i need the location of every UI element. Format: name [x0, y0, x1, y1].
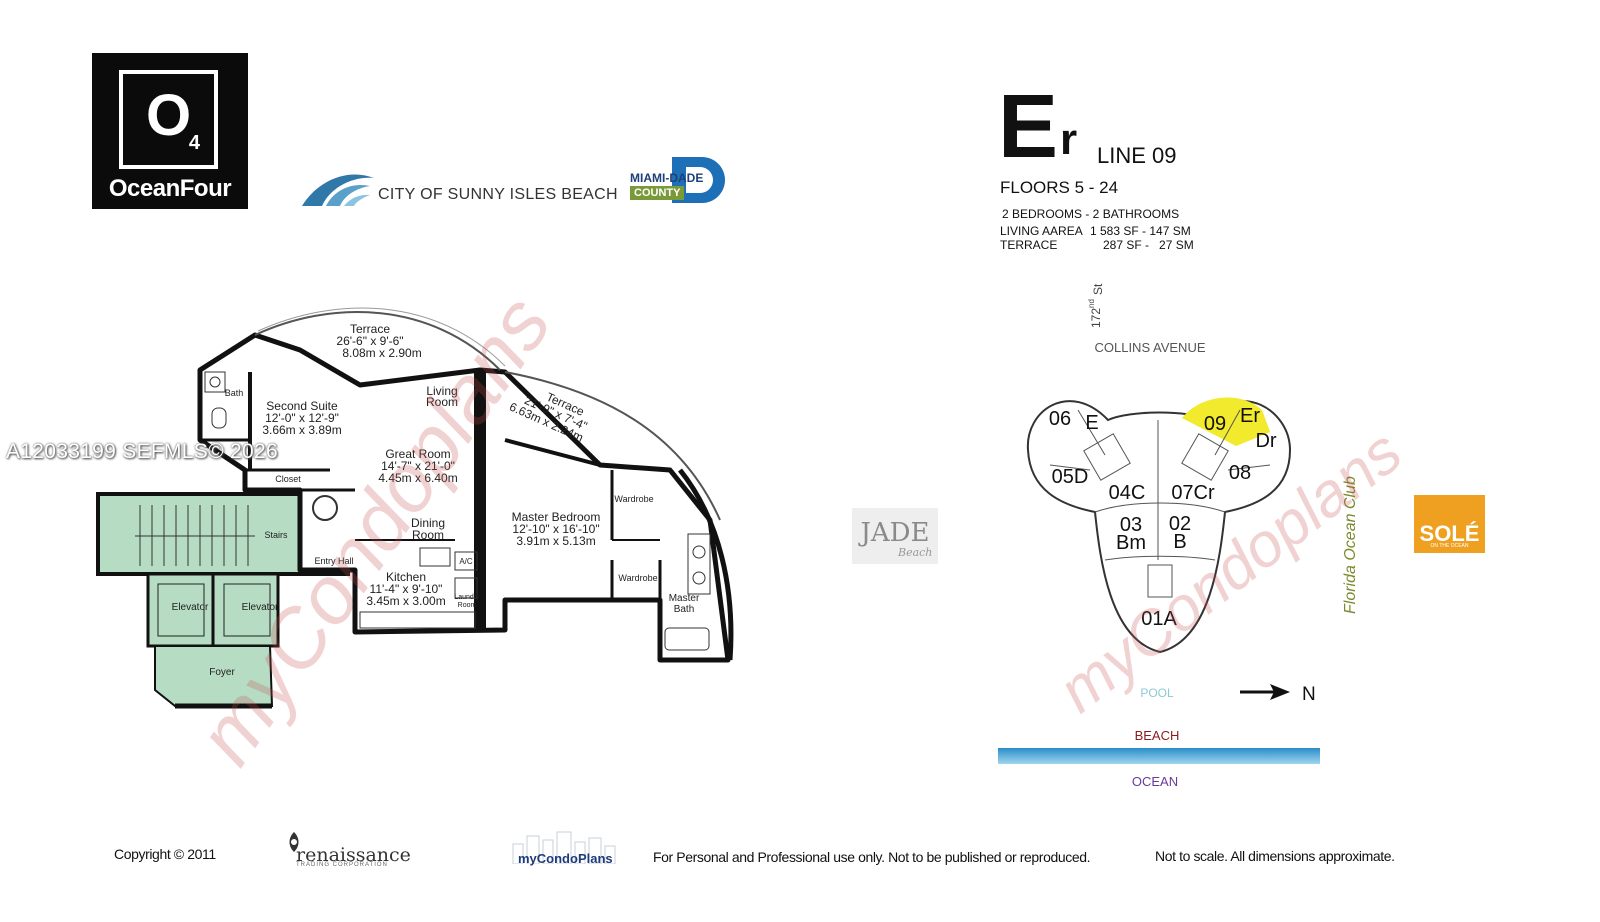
label-master-bath-1: Master — [669, 593, 700, 604]
oceanfour-logo: O 4 OceanFour — [92, 53, 248, 209]
label-kitchen-metric: 3.45m x 3.00m — [366, 594, 445, 608]
renaissance-logo-icon — [289, 832, 299, 852]
label-kitchen-imperial: 11'-4" x 9'-10" — [370, 582, 443, 596]
unit-01A: 01A — [1141, 608, 1177, 630]
spec-living-value: 1 583 SF - 147 SM — [1090, 224, 1191, 238]
terrace-right-arc — [504, 371, 721, 521]
label-ac: A/C — [459, 557, 473, 566]
spec-bedrooms: 2 BEDROOMS - 2 BATHROOMS — [1002, 207, 1180, 221]
jade-logo: JADE Beach — [852, 508, 938, 564]
unit-05D: 05D — [1052, 466, 1089, 488]
label-entry-hall: Entry Hall — [314, 556, 353, 566]
unit-06: 06 — [1049, 408, 1071, 430]
label-elevator-right: Elevator — [242, 602, 279, 613]
spec-terrace-value: 287 SF - 27 SM — [1103, 238, 1194, 252]
label-closet: Closet — [275, 474, 301, 484]
label-second-suite: Second Suite — [266, 399, 338, 413]
stair-treads — [135, 505, 255, 566]
unit-suffix: r — [1060, 115, 1078, 164]
unit-03: 03 — [1120, 514, 1142, 536]
label-master-bedroom-imperial: 12'-10" x 16'-10" — [512, 522, 599, 536]
logo-name: OceanFour — [108, 175, 232, 202]
unit-letter: E — [998, 77, 1058, 177]
unit-line: LINE 09 — [1097, 143, 1177, 168]
footer-copyright: Copyright © 2011 — [114, 846, 216, 862]
collins-avenue: COLLINS AVENUE — [1094, 340, 1205, 355]
spec-terrace-label: TERRACE — [1000, 238, 1058, 252]
label-laundry-1: Laundry — [454, 594, 480, 601]
label-great-room: Great Room — [385, 447, 450, 461]
wave-icon — [302, 174, 374, 206]
label-kitchen: Kitchen — [386, 570, 426, 584]
unit-E: E — [1085, 412, 1098, 434]
beach-label: BEACH — [1135, 728, 1180, 743]
label-terrace-top-metric: 8.08m x 2.90m — [342, 346, 421, 360]
label-great-room-metric: 4.45m x 6.40m — [378, 471, 457, 485]
footer-renaissance-sub: TRADING CORPORATION — [296, 862, 388, 868]
label-stairs: Stairs — [264, 530, 288, 540]
street-word: St — [1091, 283, 1105, 295]
footer-usage-note: For Personal and Professional use only. … — [653, 849, 1091, 865]
unit-09: 09 — [1204, 413, 1226, 435]
label-dining-2: Room — [412, 528, 444, 542]
unit-02: 02 — [1169, 513, 1191, 535]
unit-04C: 04C — [1109, 482, 1146, 504]
label-living-1: Living — [426, 384, 457, 398]
label-living-2: Room — [426, 395, 458, 409]
label-wardrobe-top: Wardrobe — [614, 494, 653, 504]
label-elevator-left: Elevator — [172, 602, 209, 613]
sole-logo: SOLÉ ON THE OCEAN — [1414, 495, 1485, 553]
footer-mycondoplans: myCondoPlans — [518, 851, 613, 866]
north-label: N — [1302, 684, 1316, 705]
logo-letter: O — [145, 83, 192, 148]
miami-dade-d-icon — [672, 157, 725, 203]
label-second-suite-imperial: 12'-0" x 12'-9" — [265, 411, 339, 425]
label-bath: Bath — [225, 388, 244, 398]
sole-logo-sub: ON THE OCEAN — [1430, 543, 1469, 549]
label-master-bedroom-metric: 3.91m x 5.13m — [516, 534, 595, 548]
label-terrace-top-imperial: 26'-6" x 9'-6" — [336, 334, 403, 348]
street-number: 172 — [1089, 308, 1103, 328]
unit-08: 08 — [1229, 462, 1251, 484]
unit-Bm: Bm — [1116, 532, 1146, 554]
jade-logo-sub: Beach — [898, 546, 933, 559]
ocean-label: OCEAN — [1132, 774, 1178, 789]
unit-B: B — [1173, 531, 1186, 553]
terrace-top-arc — [254, 311, 501, 371]
logo-frame: O 4 — [119, 70, 218, 169]
unit-Er: Er — [1240, 405, 1260, 427]
label-dining-1: Dining — [411, 516, 445, 530]
footer-scale-note: Not to scale. All dimensions approximate… — [1155, 848, 1395, 864]
unit-Dr: Dr — [1255, 430, 1276, 452]
county-logo-line2: COUNTY — [630, 186, 685, 200]
spec-living-label: LIVING AAREA — [1000, 224, 1083, 238]
label-laundry-2: Room — [458, 602, 477, 609]
label-wardrobe-bottom: Wardrobe — [618, 573, 657, 583]
street-suffix: nd — [1087, 299, 1096, 308]
label-second-suite-metric: 3.66m x 3.89m — [262, 423, 341, 437]
logo-number: 4 — [188, 132, 200, 154]
unit-07Cr: 07Cr — [1171, 482, 1215, 504]
label-foyer: Foyer — [209, 667, 235, 678]
label-great-room-imperial: 14'-7" x 21'-0" — [381, 459, 455, 473]
mls-watermark: A12033199 SEFMLS© 2026 — [6, 440, 278, 463]
pool-label: POOL — [1140, 686, 1174, 700]
label-terrace-top: Terrace — [350, 322, 390, 336]
ocean-band — [998, 748, 1320, 764]
label-master-bath-2: Bath — [674, 604, 695, 615]
north-arrow-icon — [1240, 684, 1290, 700]
sole-logo-text: SOLÉ — [1419, 521, 1480, 546]
skyline-icon — [512, 831, 616, 864]
jade-logo-text: JADE — [860, 518, 930, 548]
unit-floors: FLOORS 5 - 24 — [1000, 178, 1119, 197]
city-logo-text: CITY OF SUNNY ISLES BEACH — [378, 186, 618, 203]
label-master-bedroom: Master Bedroom — [512, 510, 601, 524]
county-logo-line1: MIAMI-DADE — [630, 171, 704, 185]
florida-ocean-club: Florida Ocean Club — [1342, 476, 1359, 614]
unit-outline — [197, 332, 731, 663]
footer-renaissance: renaissance — [296, 844, 411, 866]
